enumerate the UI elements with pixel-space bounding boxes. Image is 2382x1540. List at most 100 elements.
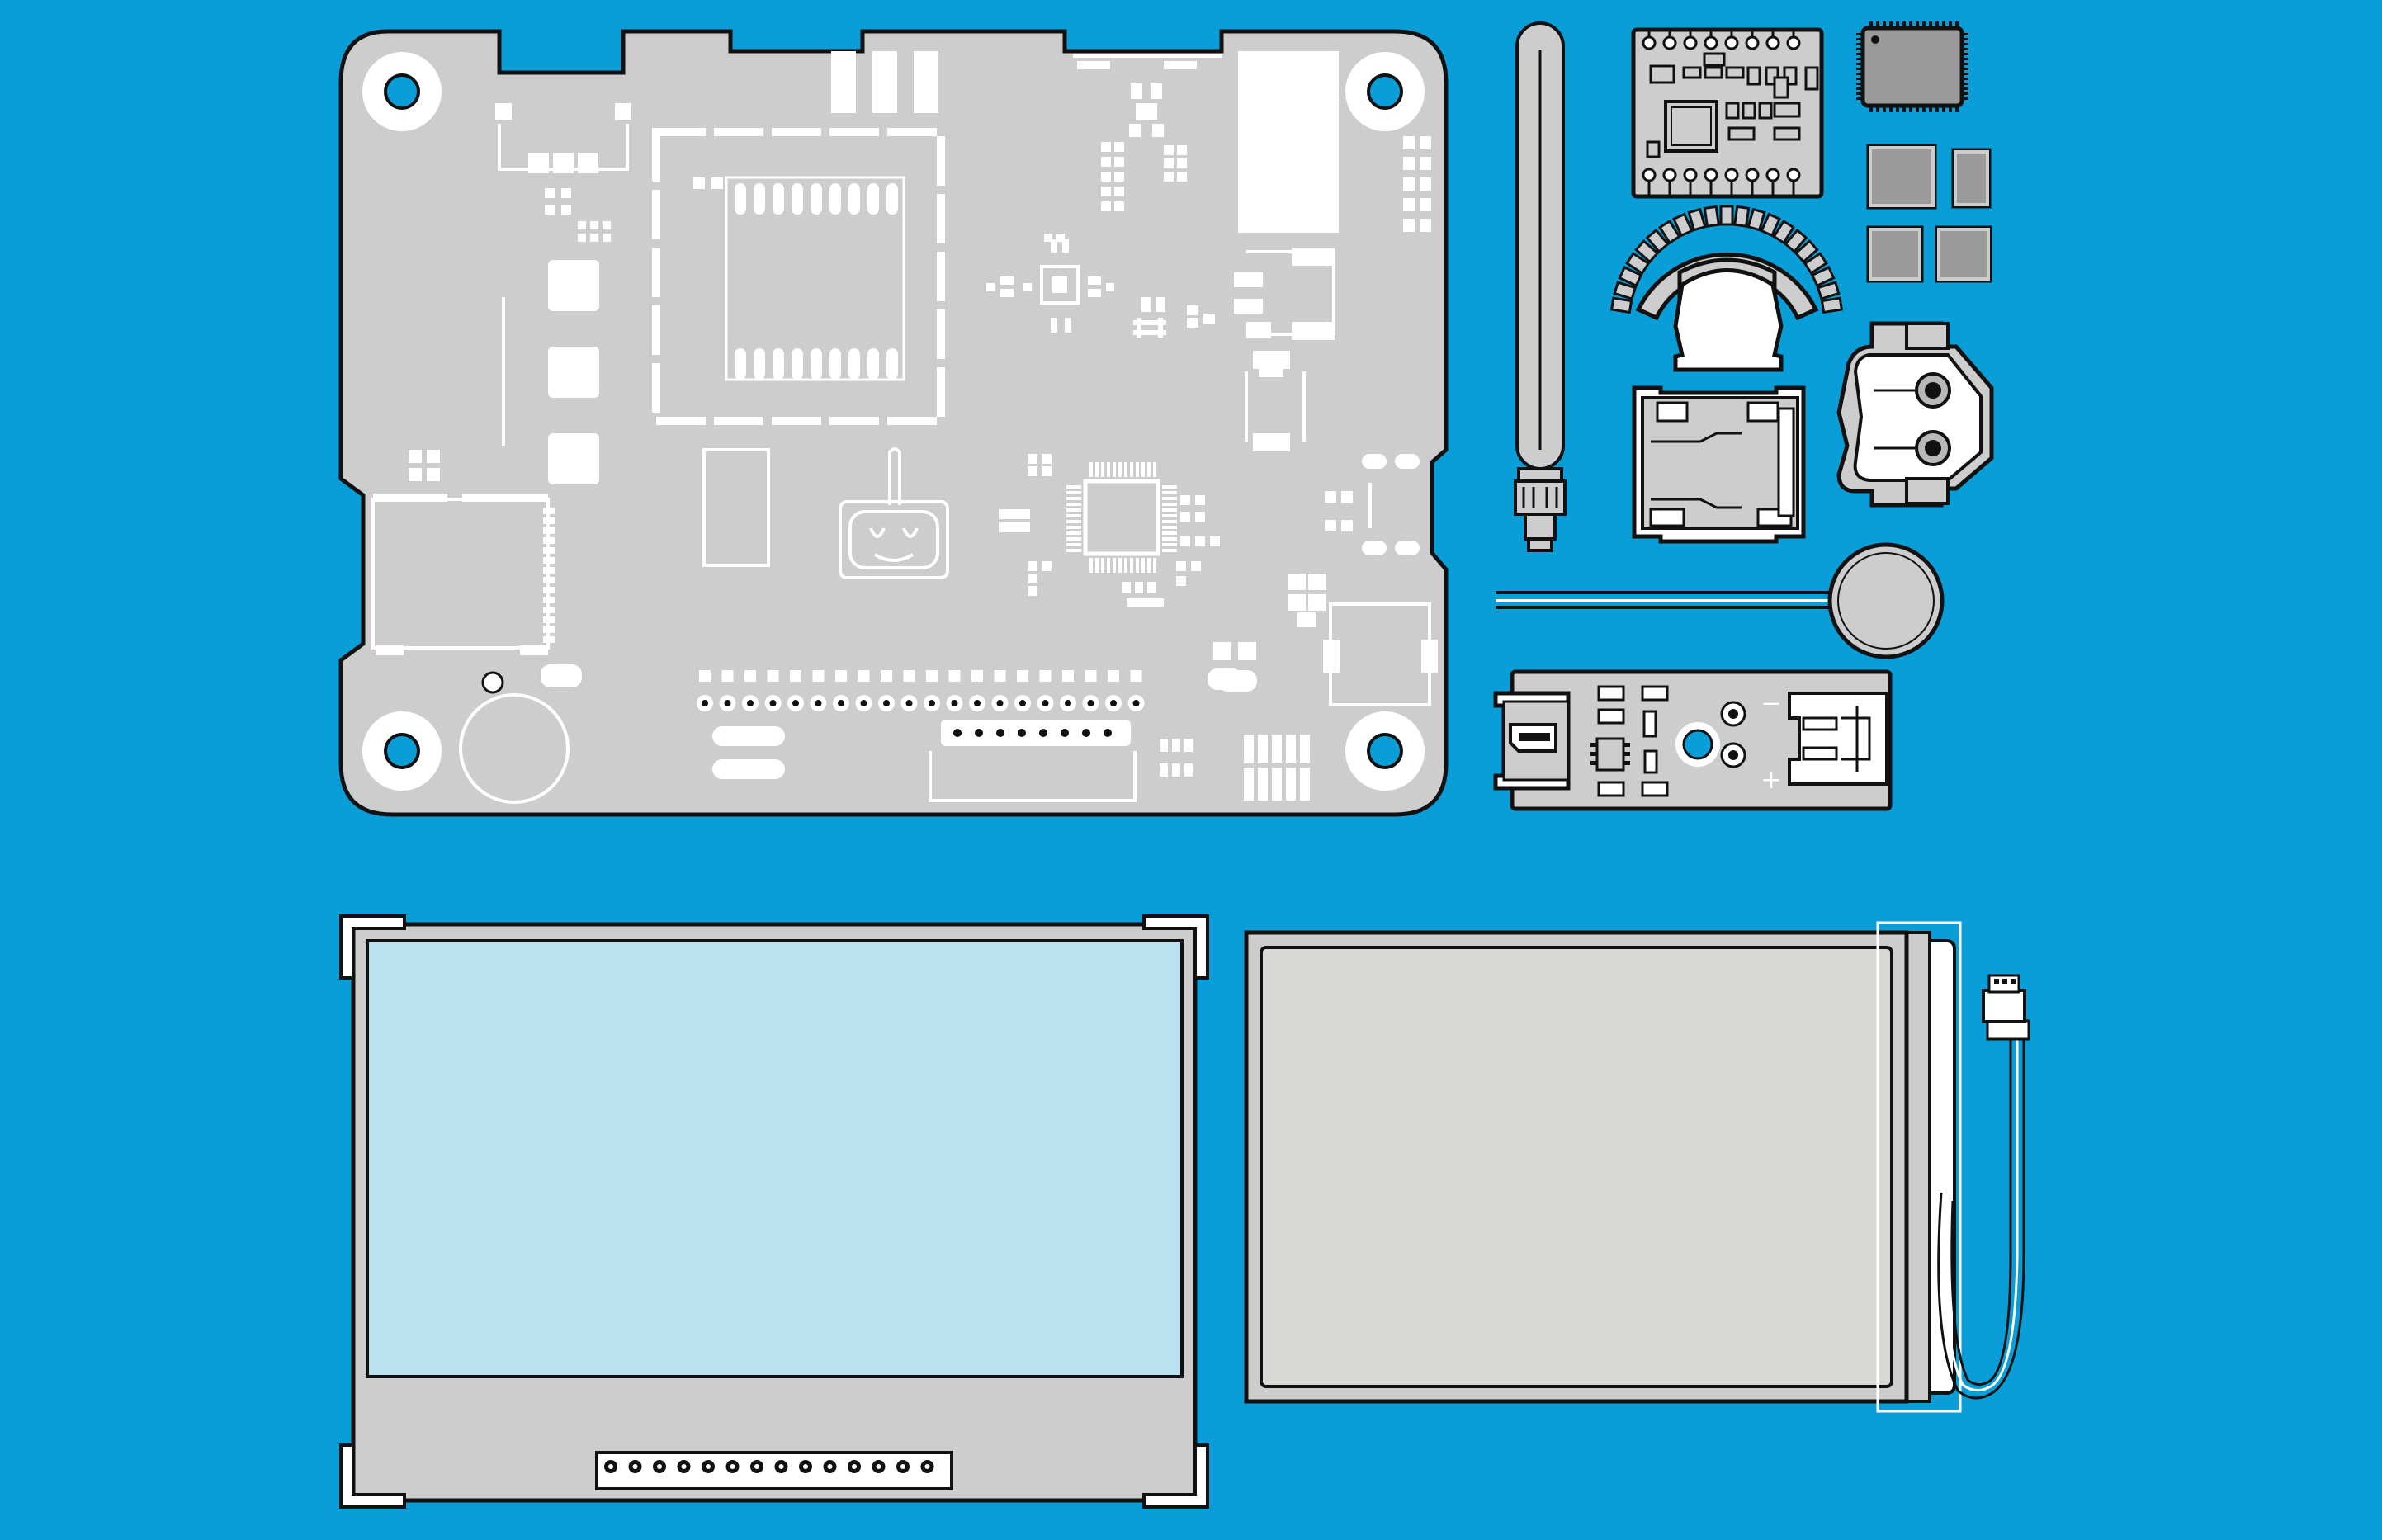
memcard-pin <box>543 517 555 524</box>
coin-cell-holder <box>1836 321 1994 508</box>
buzzer-footprint <box>459 693 570 804</box>
castellated-pad <box>1745 168 1760 182</box>
castellated-pad <box>1683 168 1698 182</box>
soc-pad <box>867 183 879 215</box>
mcu-footprint <box>999 454 1220 607</box>
lcd-screen <box>366 939 1184 1378</box>
memcard-pin <box>543 616 555 623</box>
gpio-pad <box>926 670 938 682</box>
castellated-pad <box>1765 35 1780 50</box>
soc-pad <box>773 183 784 215</box>
castellated-pad <box>1683 35 1698 50</box>
lcd-display <box>339 914 1209 1509</box>
soc-pad <box>811 348 822 380</box>
castellated-pad <box>1786 35 1801 50</box>
soc-pad <box>848 348 860 380</box>
sd-card-socket <box>1632 385 1806 544</box>
vibration-motor <box>1496 542 1945 659</box>
gpio-pad <box>1085 670 1097 682</box>
micro-usb-port <box>1493 691 1571 791</box>
usb-connector-footprint <box>1234 136 1431 340</box>
memcard-pin <box>543 607 555 613</box>
mounting-hole-tr <box>1345 52 1425 131</box>
gpio-pad <box>881 670 892 682</box>
gpio-pad <box>903 670 915 682</box>
memcard-pin <box>543 597 555 603</box>
soc-footprint <box>652 128 945 425</box>
gpio-pad <box>948 670 961 682</box>
memcard-pin <box>543 547 555 554</box>
radio-module <box>1631 27 1824 199</box>
gpio-pad <box>971 670 983 682</box>
board-logo <box>839 447 949 579</box>
castellated-pad <box>1662 35 1677 50</box>
gpio-pad <box>1108 670 1119 682</box>
soc-pad <box>735 348 746 380</box>
castellated-pad <box>1765 168 1780 182</box>
castellated-pad <box>1724 168 1739 182</box>
mounting-hole-br <box>1345 711 1425 791</box>
soc-pad <box>829 348 841 380</box>
epaper-screen <box>1260 946 1893 1388</box>
module-shield <box>1238 51 1339 233</box>
soc-pad <box>754 348 765 380</box>
jst-battery-connector <box>1788 692 1888 786</box>
memory-card-footprint <box>371 494 555 655</box>
gpio-pad <box>858 670 870 682</box>
epaper-display <box>1244 921 2030 1413</box>
lcd-corner-bracket <box>339 914 1209 1509</box>
main-board <box>338 29 1449 817</box>
gpio-pad <box>1130 670 1142 682</box>
smd-chips <box>1866 144 1992 283</box>
soc-pad <box>886 348 898 380</box>
flex-cable <box>1937 974 2030 1400</box>
castellated-pad <box>1786 168 1801 182</box>
mounting-hole-tl <box>362 52 442 131</box>
gpio-pad <box>812 670 825 682</box>
gear-clip <box>1609 205 1844 372</box>
antenna <box>1514 21 1567 552</box>
memcard-pin <box>543 626 555 633</box>
bottom-pin-connector <box>929 720 1137 802</box>
soc-pad <box>811 183 822 215</box>
soc-pad <box>754 183 765 215</box>
memcard-pin <box>543 577 555 583</box>
gpio-pad <box>790 670 801 682</box>
soc-pad <box>735 183 746 215</box>
gpio-pad <box>767 670 779 682</box>
soc-pad <box>792 348 803 380</box>
memcard-pin <box>543 527 555 534</box>
memcard-pin <box>543 537 555 544</box>
led-indicator <box>481 671 504 694</box>
castellated-pad <box>1662 168 1677 182</box>
soc-pad <box>792 183 803 215</box>
polarity-minus-label: − <box>1761 689 1781 718</box>
flex-cable-outline <box>1876 921 1962 1413</box>
gpio-pad <box>1062 670 1074 682</box>
castellated-pad <box>1724 35 1739 50</box>
memcard-pin <box>543 557 555 564</box>
memcard-pin <box>543 587 555 593</box>
lcd-pin-header <box>595 1451 953 1490</box>
castellated-pad <box>1642 168 1657 182</box>
castellated-pad <box>1745 35 1760 50</box>
soc-pad <box>829 183 841 215</box>
memcard-pin <box>543 567 555 574</box>
top-connector-pad <box>914 51 938 113</box>
inductor-footprint <box>1245 351 1306 451</box>
soc-pad <box>867 348 879 380</box>
top-connector-pad <box>872 51 897 113</box>
soc-pad <box>886 183 898 215</box>
gpio-pad <box>721 670 734 682</box>
gpio-pad <box>744 670 756 682</box>
gpio-pad <box>1017 670 1028 682</box>
gpio-pad <box>994 670 1006 682</box>
memcard-pin <box>543 636 555 643</box>
castellated-pad <box>1704 168 1718 182</box>
gpio-pad <box>1039 670 1052 682</box>
small-smd-cluster <box>986 83 1215 338</box>
castellated-pad <box>1642 35 1657 50</box>
gpio-pad <box>835 670 847 682</box>
castellated-pad <box>1704 35 1718 50</box>
